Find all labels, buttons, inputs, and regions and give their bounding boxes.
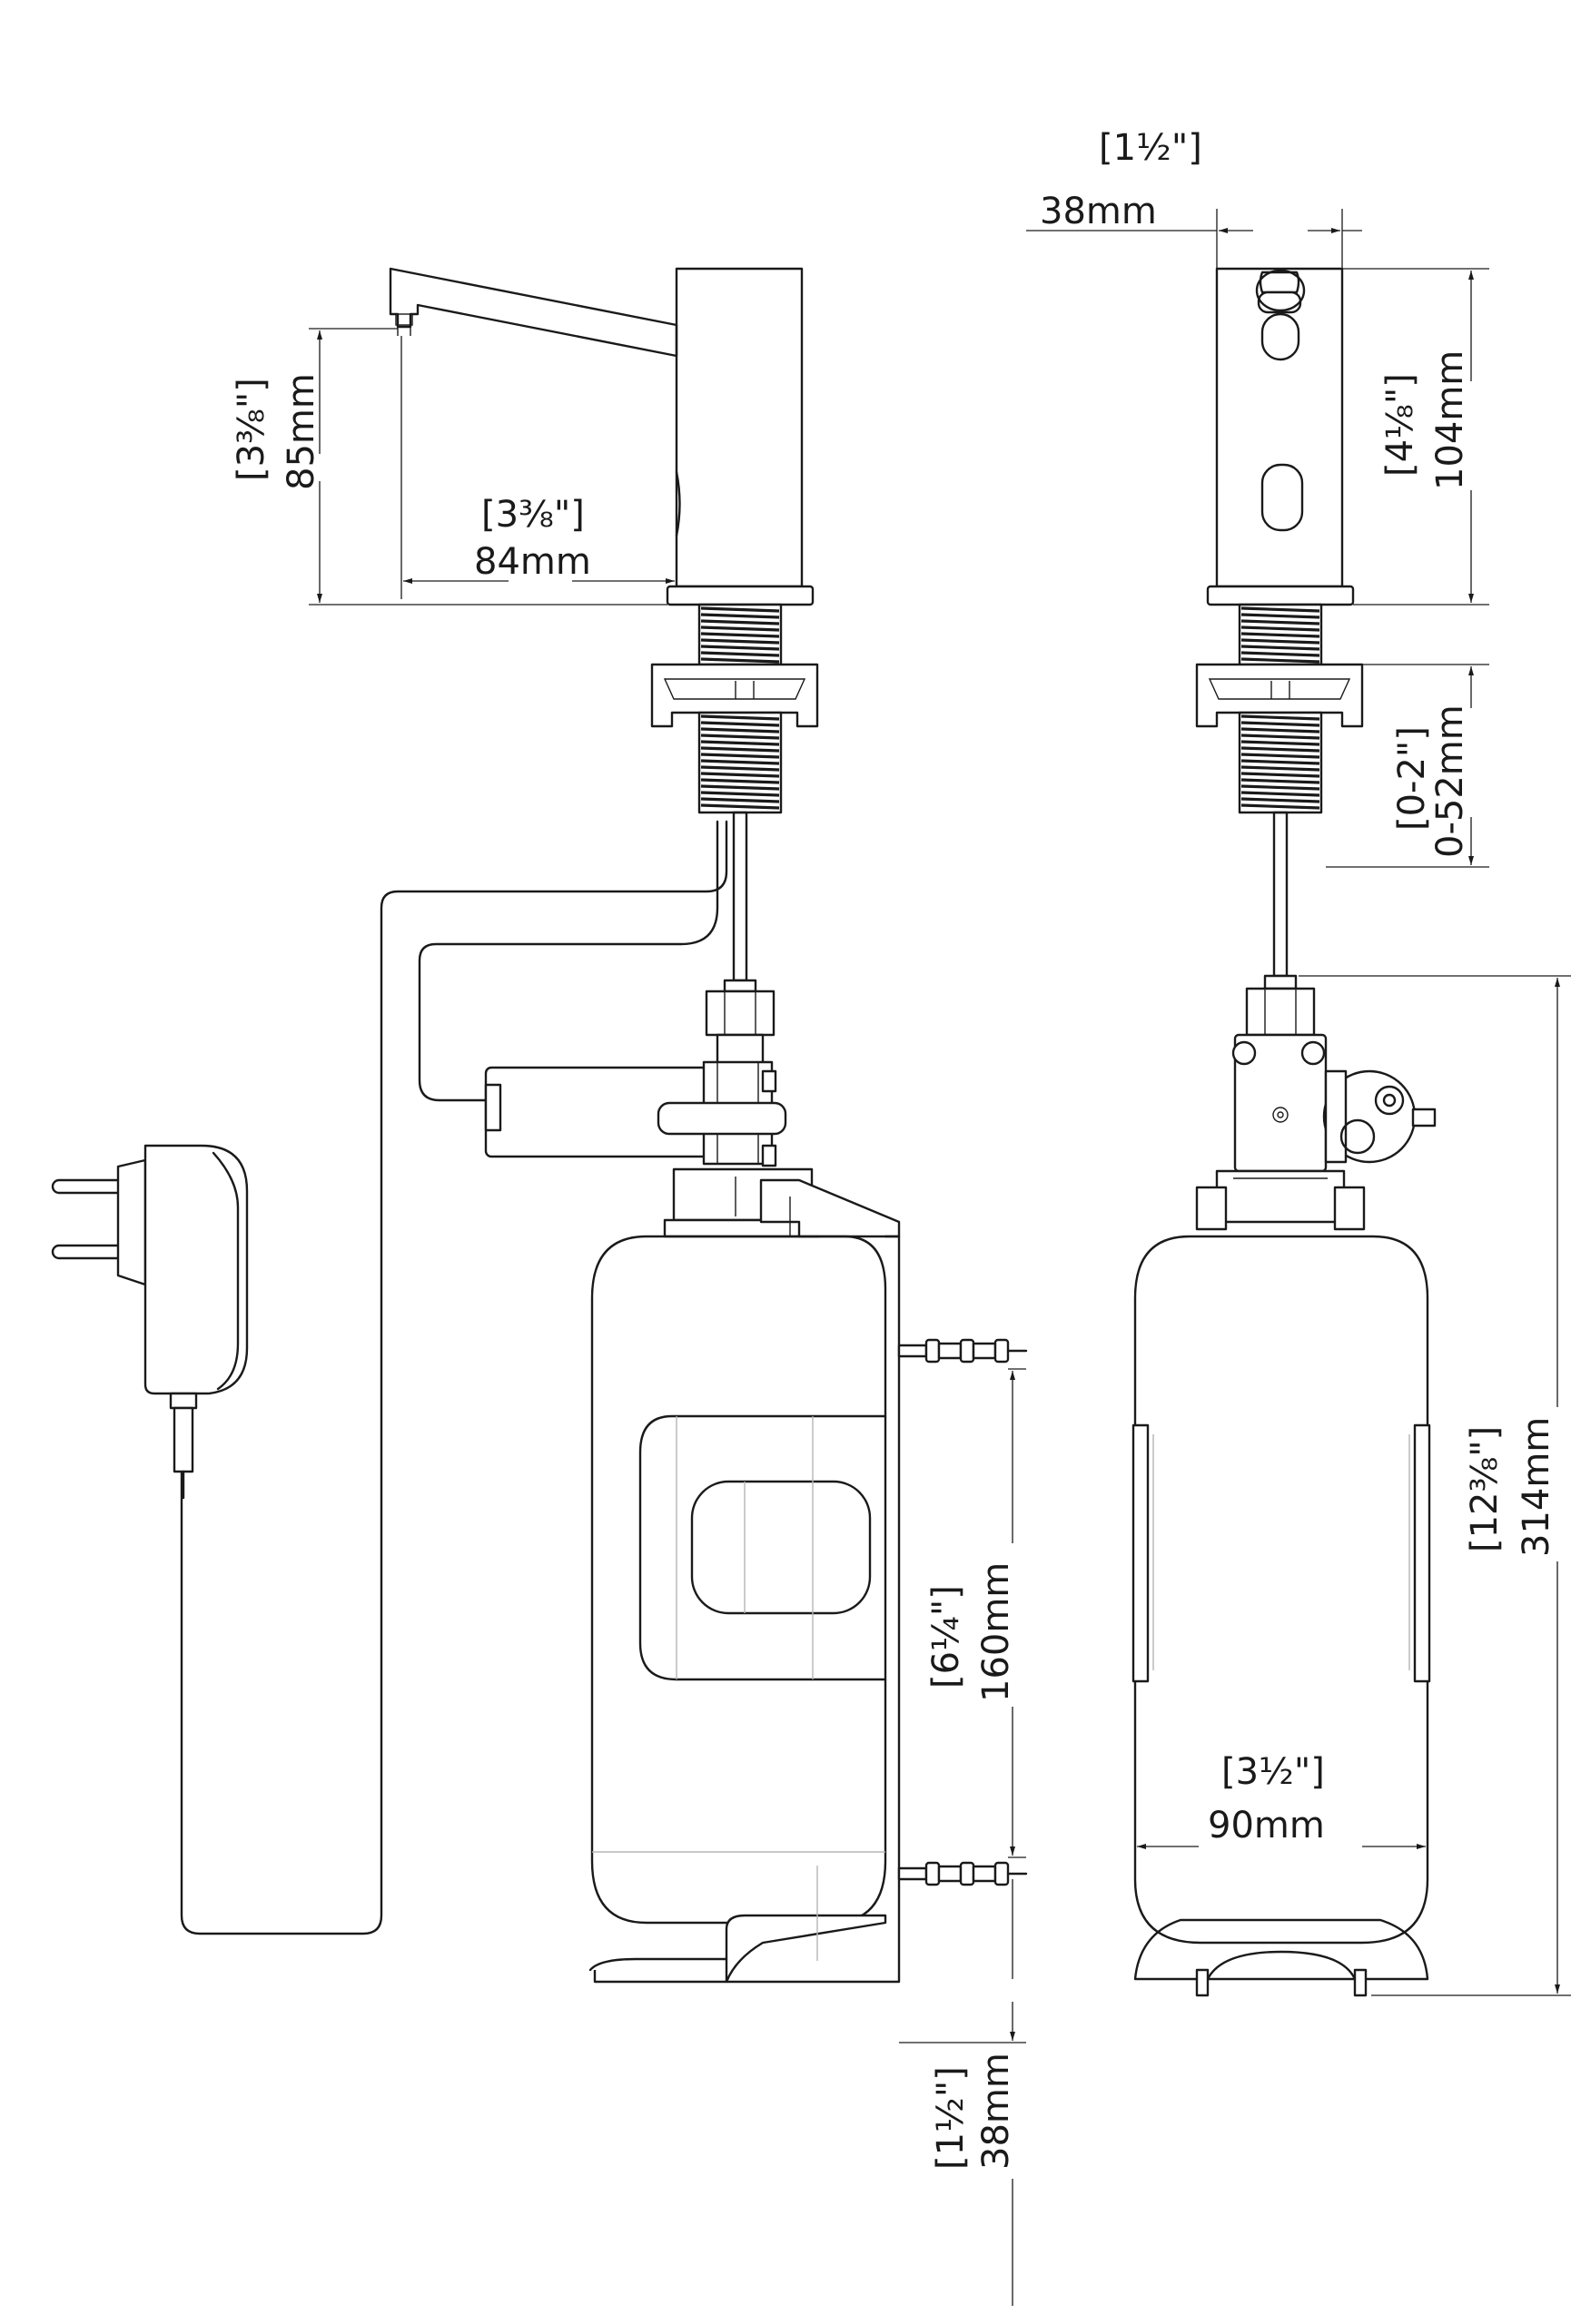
dimension-lines <box>309 209 1571 2306</box>
dim-deck-thickness-metric: 0-52mm <box>1429 704 1471 858</box>
dim-body-height-label: [4⅛"] 104mm <box>1379 350 1471 490</box>
dim-spout-height-metric: 85mm <box>281 373 322 490</box>
dim-mount-spacing-metric: 160mm <box>975 1562 1017 1702</box>
base-flange-front <box>1206 585 1355 606</box>
faucet-body <box>675 267 804 588</box>
dim-body-height-imperial: [4⅛"] <box>1379 373 1421 477</box>
solenoid-valve <box>484 1060 787 1167</box>
clamp-plate <box>650 663 819 728</box>
dim-base-offset-label: [1½"] 38mm <box>930 2053 1017 2170</box>
dim-total-height-metric: 314mm <box>1516 1417 1557 1557</box>
sensor-window <box>1260 463 1304 532</box>
faucet-body-front <box>1215 267 1344 588</box>
coupling-nut <box>705 979 776 1069</box>
dim-bottle-width-label: [3½"] 90mm <box>1208 1751 1325 1846</box>
wall-bracket <box>588 1235 901 1984</box>
side-view <box>180 267 1028 1984</box>
dim-bottle-width-imperial: [3½"] <box>1221 1751 1325 1793</box>
outlet-nozzle <box>1255 269 1306 361</box>
spout <box>389 267 678 358</box>
dim-top-width-imperial: [1½"] <box>1099 127 1202 169</box>
solenoid-front <box>1322 1069 1437 1164</box>
sensor-cables <box>180 820 728 1935</box>
base-flange <box>666 585 815 606</box>
wall-screw-top <box>897 1338 1028 1364</box>
lower-thread-front <box>1238 711 1323 814</box>
dim-spout-reach-metric: 84mm <box>474 541 591 583</box>
upper-thread-front <box>1238 603 1323 666</box>
dim-spout-reach-imperial: [3⅜"] <box>481 494 585 536</box>
valve-body-front <box>1231 1033 1328 1173</box>
dim-spout-height-imperial: [3⅜"] <box>231 378 272 481</box>
supply-tube-front <box>1272 811 1289 978</box>
soap-bottle-side <box>590 1235 887 1925</box>
dim-bottle-width-metric: 90mm <box>1208 1805 1325 1846</box>
dim-total-height-imperial: [12⅜"] <box>1464 1426 1506 1552</box>
dim-mount-spacing-imperial: [6¼"] <box>925 1585 967 1689</box>
dim-spout-reach-label: [3⅜"] 84mm <box>474 494 591 583</box>
power-adapter <box>51 1144 249 1500</box>
soap-bottle-front <box>1131 1235 1431 1945</box>
coupling-nut-front <box>1245 974 1316 1037</box>
clamp-plate-front <box>1195 663 1364 728</box>
dim-top-width-metric: 38mm <box>1040 191 1157 232</box>
upper-thread <box>697 603 783 666</box>
dim-top-width-label: [1½"] 38mm <box>1040 127 1202 232</box>
dim-spout-height-label: [3⅜"] 85mm <box>231 373 322 490</box>
dim-deck-thickness-imperial: [0-2"] <box>1391 726 1433 831</box>
lower-thread <box>697 711 783 814</box>
front-view <box>1131 267 1437 1997</box>
dim-mount-spacing-label: [6¼"] 160mm <box>925 1562 1017 1702</box>
dim-base-offset-imperial: [1½"] <box>930 2066 972 2170</box>
wall-screw-bottom <box>897 1861 1028 1886</box>
dim-total-height-label: [12⅜"] 314mm <box>1464 1417 1557 1557</box>
dim-base-offset-metric: 38mm <box>975 2053 1017 2170</box>
supply-tube <box>732 811 748 982</box>
bottle-base-front <box>1133 1918 1429 1997</box>
bottle-cap-front <box>1195 1169 1366 1231</box>
dim-body-height-metric: 104mm <box>1429 350 1471 490</box>
dim-deck-thickness-label: [0-2"] 0-52mm <box>1391 704 1471 858</box>
